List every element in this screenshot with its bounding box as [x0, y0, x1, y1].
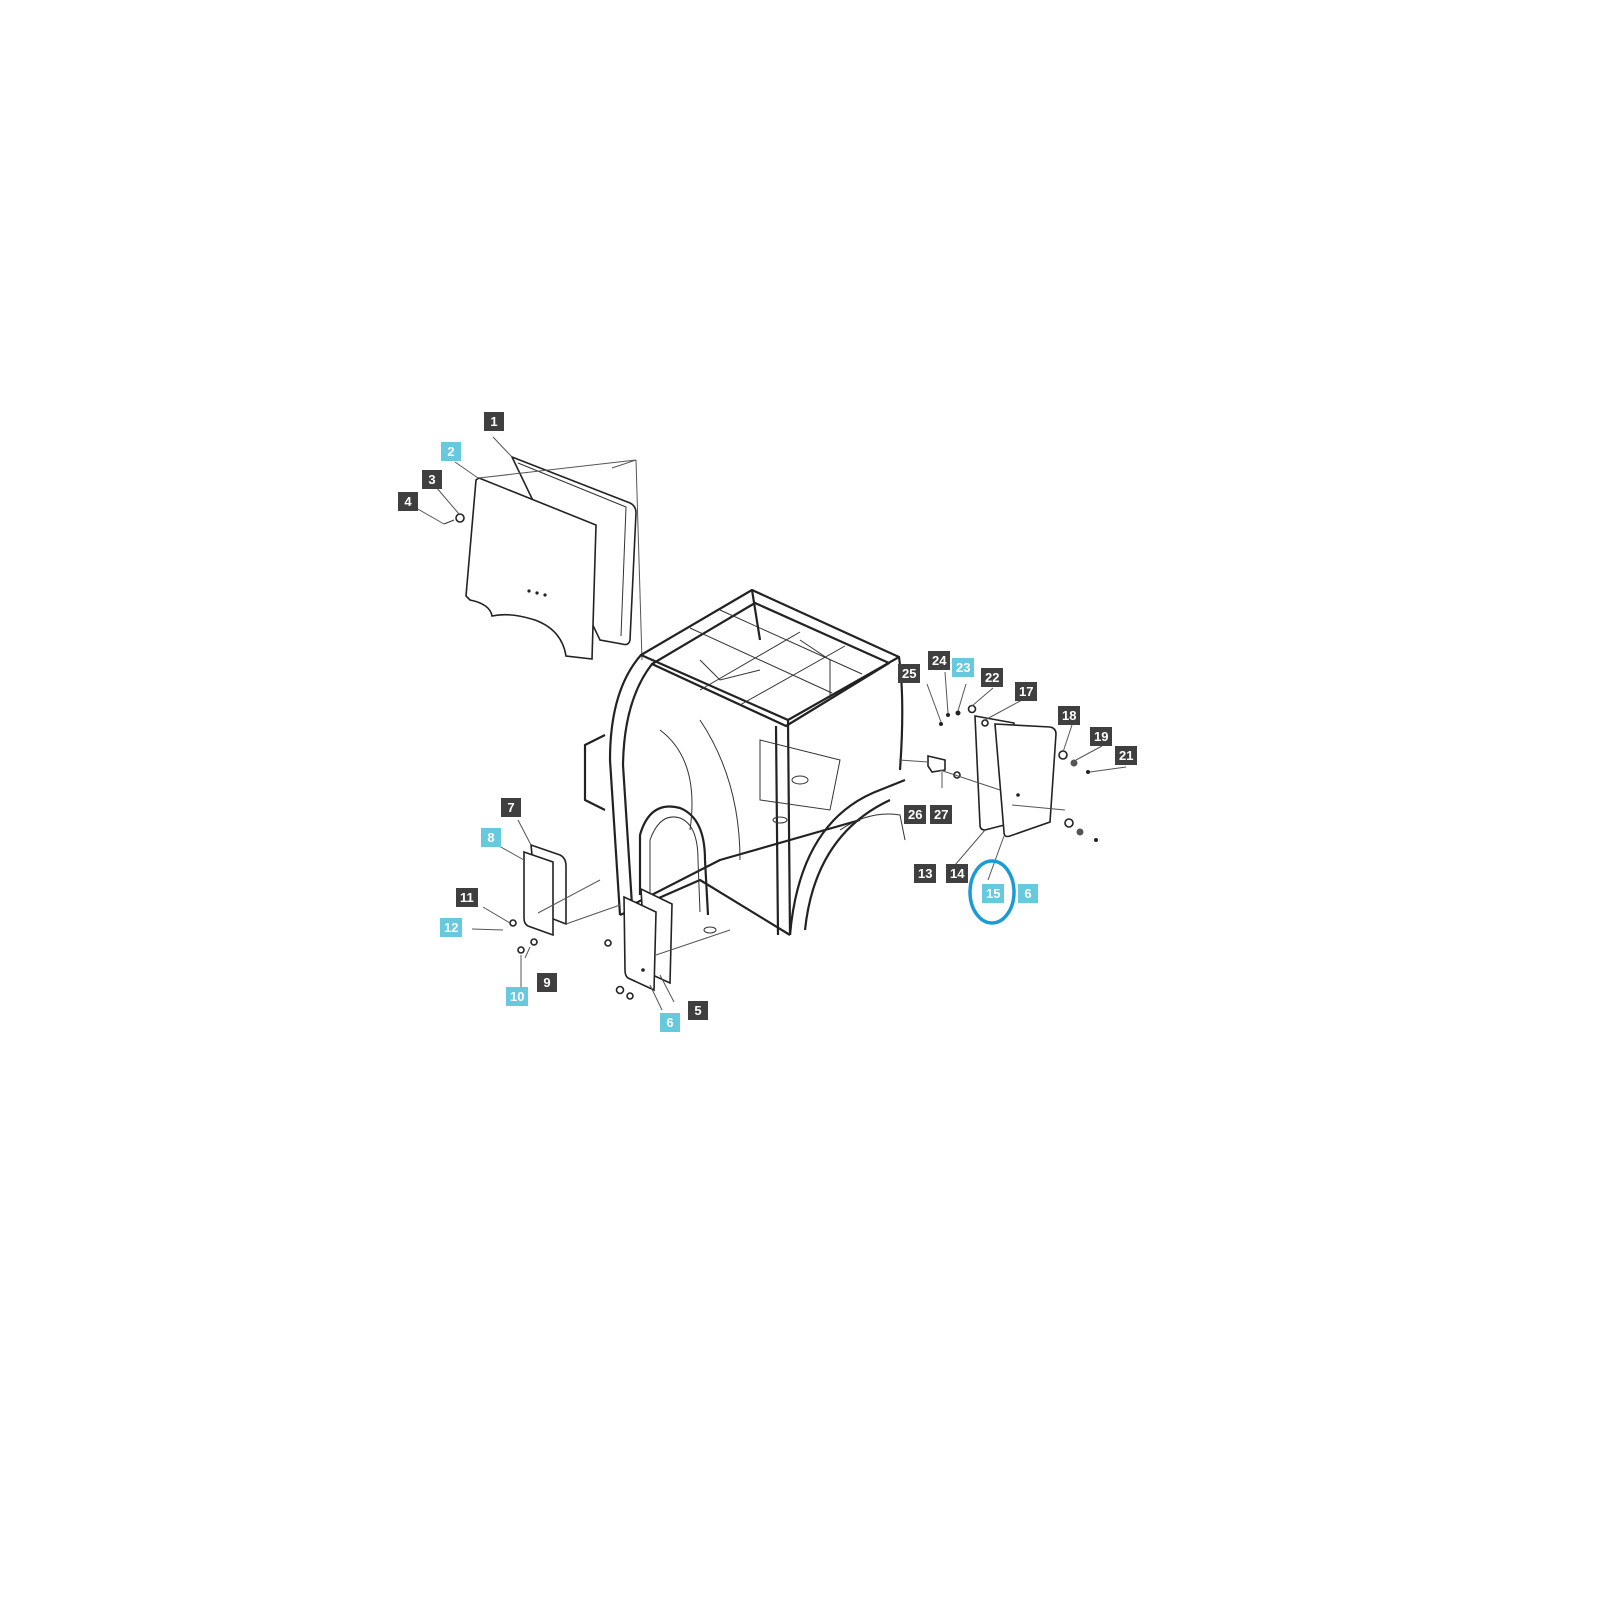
cab-frame [583, 588, 906, 936]
callout-2[interactable]: 2 [441, 442, 461, 461]
rear-window-glass [465, 477, 597, 660]
right-side-window [898, 671, 1127, 881]
callout-3[interactable]: 3 [422, 470, 442, 489]
callout-15[interactable]: 15 [982, 884, 1005, 903]
callout-13[interactable]: 13 [914, 864, 937, 883]
callout-11[interactable]: 11 [456, 888, 478, 907]
callout-14[interactable]: 14 [946, 864, 969, 883]
callout-12[interactable]: 12 [440, 918, 463, 937]
door-glass [604, 887, 731, 1011]
callout-19[interactable]: 19 [1090, 727, 1113, 746]
callout-18[interactable]: 18 [1058, 706, 1081, 725]
callout-22[interactable]: 22 [981, 668, 1004, 687]
selection-ring [968, 859, 1016, 925]
callout-21[interactable]: 21 [1115, 746, 1138, 765]
callout-25[interactable]: 25 [898, 664, 921, 683]
rear-window-bolt [455, 513, 465, 523]
callout-17[interactable]: 17 [1015, 682, 1038, 701]
left-side-window [471, 819, 621, 990]
callout-7[interactable]: 7 [501, 798, 521, 817]
callout-24[interactable]: 24 [928, 651, 951, 670]
callout-6-left[interactable]: 6 [660, 1013, 680, 1032]
callout-6-right[interactable]: 6 [1018, 884, 1038, 903]
right-side-window-glass [994, 723, 1057, 838]
left-side-window-glass [523, 850, 554, 937]
window-hinge [927, 754, 946, 773]
callout-1[interactable]: 1 [484, 412, 504, 431]
callout-26[interactable]: 26 [904, 805, 927, 824]
callout-5[interactable]: 5 [688, 1001, 708, 1020]
door-glass-panel [623, 895, 657, 992]
callout-4[interactable]: 4 [398, 492, 418, 511]
callout-9[interactable]: 9 [537, 973, 557, 992]
callout-8[interactable]: 8 [481, 828, 501, 847]
callout-27[interactable]: 27 [930, 805, 953, 824]
rear-window-assembly [415, 436, 643, 661]
callout-10[interactable]: 10 [506, 987, 529, 1006]
callout-23[interactable]: 23 [952, 658, 975, 677]
